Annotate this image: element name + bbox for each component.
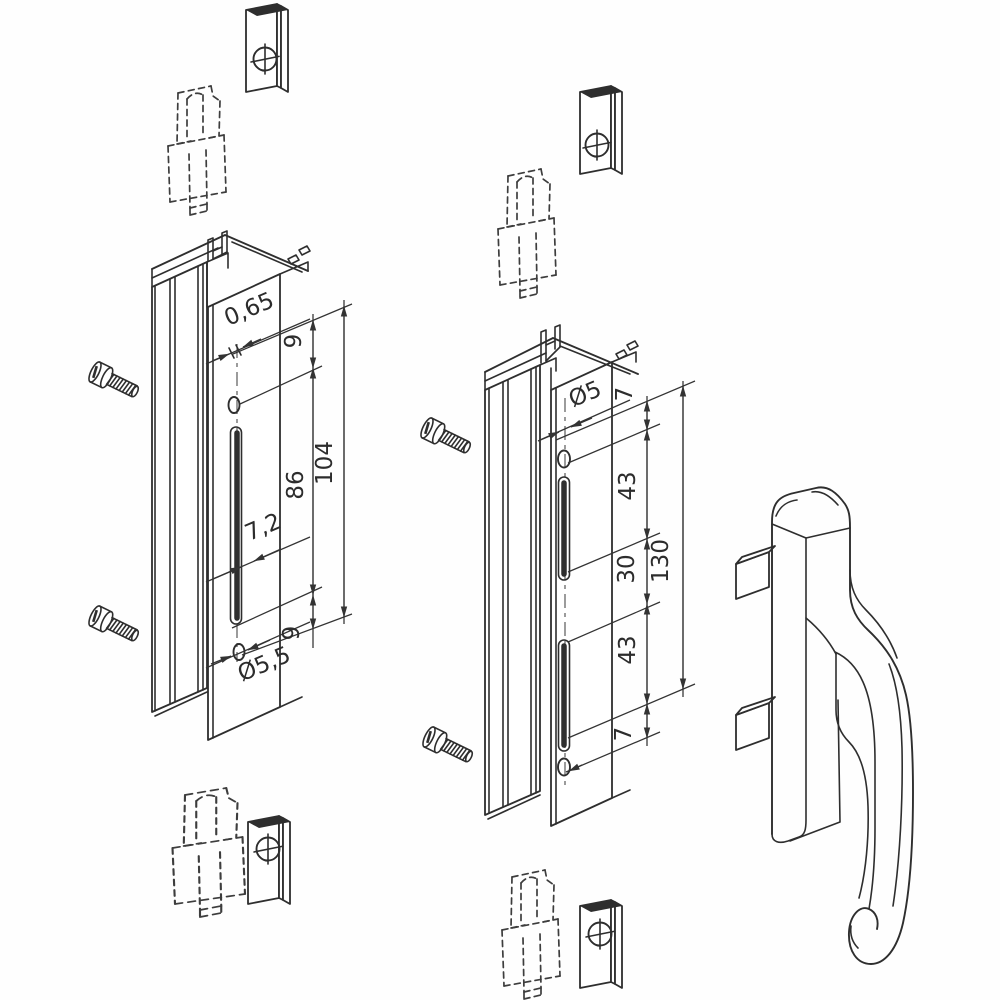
dim-label-right-offset-bottom: 7 [611, 727, 637, 742]
window-handle [735, 486, 914, 965]
dim-label-right-offset-top: 7 [612, 387, 638, 402]
left-slot [229, 426, 243, 625]
left-hole-top [227, 396, 241, 414]
dim-label-left-slot-length: 86 [283, 470, 309, 499]
left-profile [151, 230, 311, 741]
dim-label-left-offset-top: 9 [281, 334, 307, 349]
dim-label-right-lower-span: 43 [615, 635, 641, 664]
right-profile [484, 324, 639, 827]
cover-plate-bottom-left [247, 815, 291, 905]
dim-label-right-upper-span: 43 [615, 471, 641, 500]
dim-label-left-overall: 104 [312, 441, 338, 485]
dim-label-left-offset-bottom: 9 [279, 626, 305, 641]
cover-plate-bottom-middle [579, 899, 623, 989]
dim-label-right-middle-span: 30 [614, 554, 640, 583]
dim-label-right-overall: 130 [648, 539, 674, 583]
handle-outline [771, 486, 914, 965]
right-slot-lower [557, 639, 571, 752]
right-slot-upper [557, 476, 571, 581]
handle-tab-upper [735, 545, 776, 600]
left-hole-bottom [232, 643, 246, 661]
cover-plate-top-middle [579, 85, 623, 175]
handle-tab-lower [735, 696, 776, 751]
cover-plate-top-left [245, 3, 289, 93]
right-hole-top [557, 449, 571, 469]
